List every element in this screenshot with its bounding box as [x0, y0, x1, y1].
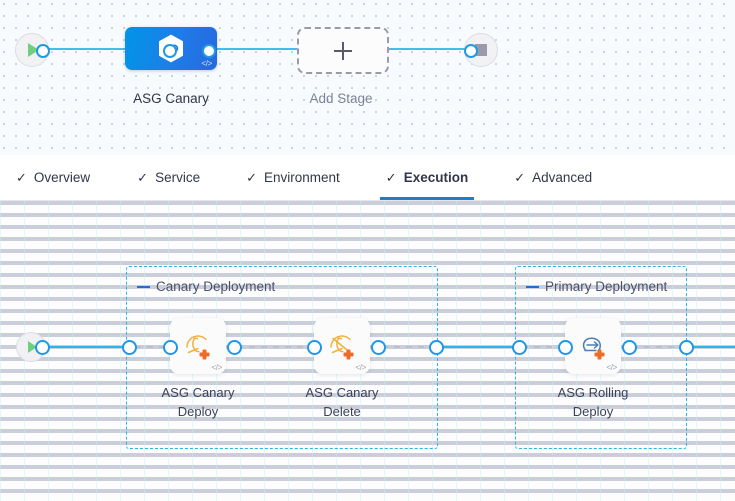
exec-port-step2-right[interactable] — [371, 340, 386, 355]
step-label-line1: ASG Canary — [161, 385, 235, 400]
step-code-badge: </> — [606, 363, 617, 372]
exec-connector-start — [40, 346, 128, 348]
tab-label: Environment — [264, 170, 340, 185]
stage-connector-add-to-end — [370, 48, 482, 50]
asg-canary-delete-icon — [330, 335, 354, 360]
tab-service[interactable]: ✓ Service — [137, 155, 200, 200]
exec-port-group2-out[interactable] — [679, 340, 694, 355]
exec-connector-dashed-5 — [382, 346, 429, 348]
step-label-line1: ASG Canary — [305, 385, 379, 400]
exec-port-step1-right[interactable] — [227, 340, 242, 355]
check-icon: ✓ — [514, 170, 526, 185]
exec-connector-tail — [688, 346, 735, 348]
step-label-line2: Deploy — [177, 404, 219, 419]
group-title: Primary Deployment — [545, 279, 668, 294]
execution-canvas[interactable]: Canary Deployment </> ASG Canary Deplo — [0, 201, 735, 501]
stage-port-end[interactable] — [464, 44, 478, 58]
exec-port-step2-left[interactable] — [307, 340, 322, 355]
step-group-primary-deployment[interactable]: Primary Deployment — [515, 266, 687, 449]
group-title: Canary Deployment — [156, 279, 276, 294]
add-stage-button[interactable] — [297, 27, 389, 74]
asg-canary-deploy-icon — [186, 335, 210, 360]
collapse-dash-icon[interactable] — [526, 285, 539, 288]
plus-icon — [334, 41, 352, 60]
check-icon: ✓ — [137, 170, 149, 185]
exec-port-step3-right[interactable] — [622, 340, 637, 355]
check-icon: ✓ — [246, 170, 257, 185]
tab-execution[interactable]: ✓ Execution — [379, 155, 475, 200]
exec-port-group1-in[interactable] — [122, 340, 137, 355]
step-label-asg-rolling-deploy: ASG Rolling Deploy — [538, 383, 648, 421]
play-icon — [28, 341, 37, 353]
exec-connector-between-groups — [436, 346, 516, 348]
step-code-badge: </> — [211, 363, 222, 372]
stage-connector-stage-to-add — [205, 48, 335, 50]
step-label-line1: ASG Rolling — [557, 385, 629, 400]
stage-canvas[interactable]: </> ASG Canary Add Stage — [0, 0, 735, 155]
exec-port-start[interactable] — [35, 340, 50, 355]
asg-rolling-deploy-icon — [582, 337, 605, 360]
tab-label: Overview — [33, 170, 91, 185]
exec-connector-dashed-8 — [632, 346, 680, 348]
group-header[interactable]: Canary Deployment — [137, 279, 275, 294]
exec-connector-dashed-1 — [135, 346, 166, 348]
tab-advanced[interactable]: ✓ Advanced — [514, 155, 592, 200]
step-node-asg-rolling-deploy[interactable]: </> — [565, 318, 621, 374]
check-icon: ✓ — [385, 170, 397, 185]
step-group-canary-deployment[interactable]: Canary Deployment — [126, 266, 438, 449]
exec-port-step1-left[interactable] — [163, 340, 178, 355]
stage-node-label: ASG Canary — [133, 91, 209, 106]
exec-connector-dashed-3 — [237, 346, 309, 348]
tab-environment[interactable]: ✓ Environment — [246, 155, 340, 200]
tab-label: Advanced — [532, 170, 593, 185]
exec-port-group2-in[interactable] — [512, 340, 527, 355]
tab-label: Service — [155, 170, 201, 185]
stop-square-icon — [475, 44, 487, 56]
collapse-dash-icon[interactable] — [137, 285, 150, 288]
step-label-line2: Delete — [323, 404, 361, 419]
exec-connector-dashed-6 — [522, 346, 554, 348]
add-stage-label: Add Stage — [309, 91, 373, 106]
tab-label: Execution — [403, 170, 469, 185]
tab-overview[interactable]: ✓ Overview — [16, 155, 90, 200]
stage-connector-start-to-stage — [38, 48, 168, 50]
step-node-asg-canary-delete[interactable]: </> — [314, 318, 370, 374]
step-label-asg-canary-delete: ASG Canary Delete — [287, 383, 397, 421]
stage-port-start[interactable] — [36, 44, 50, 58]
check-icon: ✓ — [16, 170, 27, 185]
stage-port-right[interactable] — [202, 44, 216, 58]
exec-port-group1-out[interactable] — [429, 340, 444, 355]
stage-port-left[interactable] — [163, 44, 177, 58]
exec-port-step3-left[interactable] — [558, 340, 573, 355]
step-label-line2: Deploy — [572, 404, 614, 419]
step-label-asg-canary-deploy: ASG Canary Deploy — [143, 383, 253, 421]
stage-code-badge: </> — [201, 59, 212, 68]
step-node-asg-canary-deploy[interactable]: </> — [170, 318, 226, 374]
stage-tab-bar: ✓ Overview ✓ Service ✓ Environment ✓ Exe… — [0, 155, 735, 201]
group-header[interactable]: Primary Deployment — [526, 279, 667, 294]
step-code-badge: </> — [355, 363, 366, 372]
play-icon — [28, 43, 39, 57]
